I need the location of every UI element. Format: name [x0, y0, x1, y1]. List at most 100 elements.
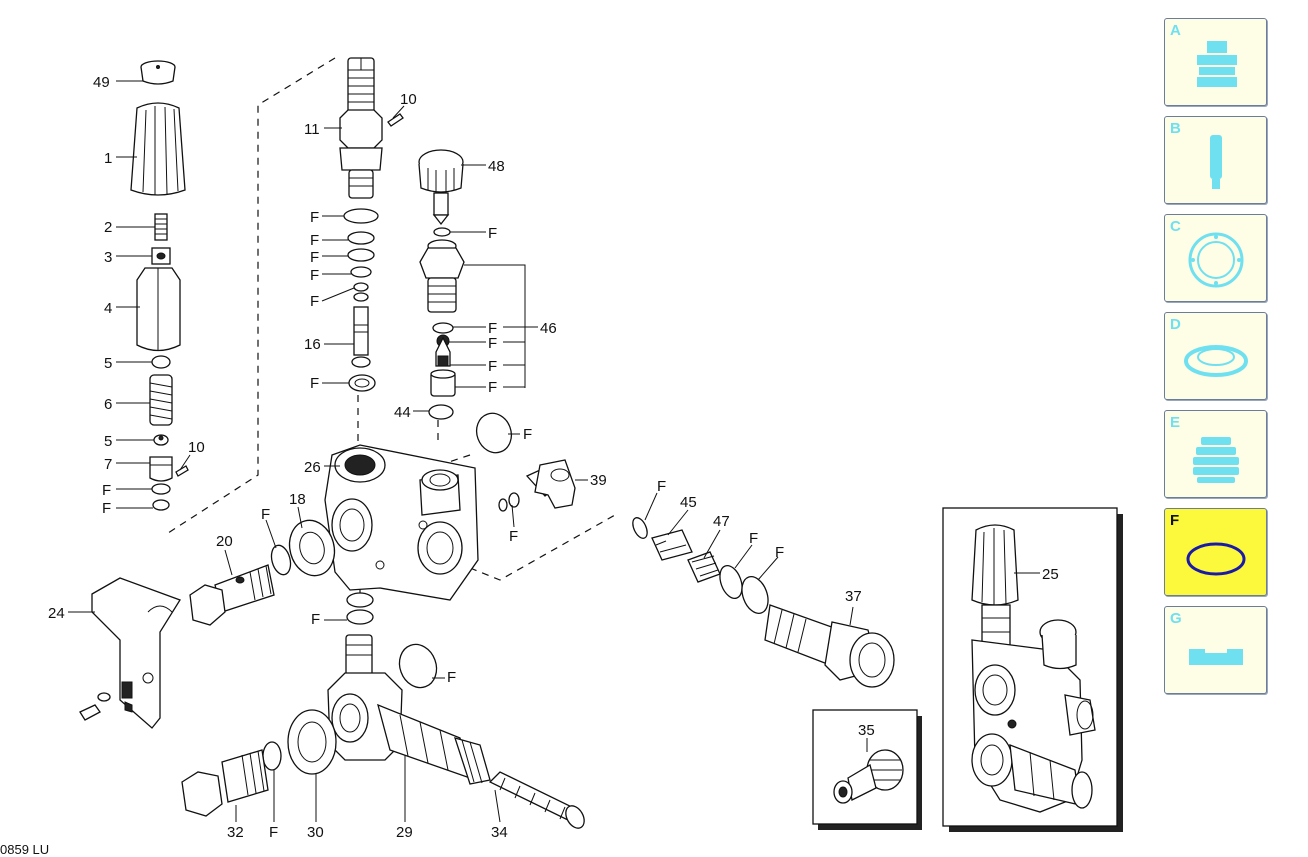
part-6-spring[interactable]: [149, 374, 173, 426]
label-f-39: F: [509, 528, 518, 545]
label-20: 20: [216, 533, 233, 550]
label-f-lower-1: F: [311, 611, 320, 628]
o-ring-right-1[interactable]: [433, 227, 451, 237]
part-46-spring[interactable]: [435, 336, 451, 367]
bracket-icon: [1189, 649, 1243, 665]
o-ring-left-a[interactable]: [151, 483, 171, 495]
category-letter-b: B: [1170, 120, 1181, 137]
part-5-ball[interactable]: [151, 355, 171, 369]
part-20-bolt[interactable]: [189, 564, 275, 626]
label-f-left-b: F: [102, 500, 111, 517]
part-45-plug[interactable]: [651, 529, 693, 561]
category-button-d[interactable]: D: [1164, 312, 1267, 400]
part-49-cap[interactable]: [140, 60, 176, 85]
label-5-lower: 5: [104, 433, 112, 450]
label-f-45: F: [657, 478, 666, 495]
part-5-ball-lower[interactable]: [153, 434, 169, 446]
exploded-parts-diagram: 49 1 2 3 4 5 6 5 7 10 F F 11 10 F F F F …: [48, 57, 1123, 841]
part-25-assembly[interactable]: [971, 524, 1096, 813]
label-35: 35: [858, 722, 875, 739]
label-f-center-1: F: [310, 209, 319, 226]
category-button-c[interactable]: C: [1164, 214, 1267, 302]
o-ring-32[interactable]: [262, 741, 282, 771]
o-ring-39-a[interactable]: [498, 498, 508, 512]
category-button-f[interactable]: F: [1164, 508, 1267, 596]
label-7: 7: [104, 456, 112, 473]
o-ring-left-b[interactable]: [152, 499, 170, 511]
part-29-filter-housing[interactable]: [327, 634, 491, 785]
label-f-center-5: F: [310, 293, 319, 310]
label-45: 45: [680, 494, 697, 511]
category-button-b[interactable]: B: [1164, 116, 1267, 204]
o-ring-lower-2[interactable]: [346, 609, 374, 625]
part-10-screw-top[interactable]: [387, 113, 404, 127]
seal-icon: [1184, 345, 1248, 377]
label-f-center-6: F: [310, 375, 319, 392]
label-1: 1: [104, 150, 112, 167]
part-47-spring[interactable]: [687, 551, 721, 583]
o-ring-right-2[interactable]: [432, 322, 454, 334]
label-16: 16: [304, 336, 321, 353]
part-46-cartridge[interactable]: [419, 239, 465, 313]
label-f-right-6: F: [523, 426, 532, 443]
o-ring-39-b[interactable]: [508, 492, 520, 508]
label-34: 34: [491, 824, 508, 841]
label-f-right-2: F: [488, 320, 497, 337]
part-39-elbow[interactable]: [525, 459, 576, 509]
label-f-20: F: [261, 506, 270, 523]
part-4-housing[interactable]: [136, 267, 181, 352]
bellows-icon: [1193, 437, 1239, 483]
part-35-adapter[interactable]: [833, 749, 904, 804]
label-10-top: 10: [400, 91, 417, 108]
part-32-bolt[interactable]: [181, 749, 269, 817]
label-39: 39: [590, 472, 607, 489]
part-1-knob[interactable]: [130, 102, 186, 196]
part-24-bracket[interactable]: [91, 577, 181, 729]
part-26-manifold[interactable]: [324, 444, 479, 601]
o-ring-center-4[interactable]: [350, 266, 372, 278]
part-18-washer[interactable]: [284, 515, 341, 580]
label-f-center-4: F: [310, 267, 319, 284]
part-2-spring[interactable]: [154, 213, 168, 241]
part-46-seat[interactable]: [430, 369, 456, 397]
label-25: 25: [1042, 566, 1059, 583]
part-3-nut[interactable]: [151, 247, 171, 265]
label-f-right-4: F: [488, 358, 497, 375]
o-ring-47-b[interactable]: [737, 573, 773, 617]
o-ring-20[interactable]: [268, 543, 293, 577]
o-ring-large-upper[interactable]: [471, 408, 517, 457]
o-ring-center-5[interactable]: [353, 282, 369, 302]
o-ring-lower-1[interactable]: [346, 592, 374, 608]
part-30-washer[interactable]: [287, 709, 337, 775]
o-ring-47-a[interactable]: [716, 563, 746, 602]
label-6: 6: [104, 396, 112, 413]
part-10-screw-left[interactable]: [175, 465, 189, 477]
pump-head-icon: [1197, 41, 1237, 87]
category-letter-g: G: [1170, 610, 1182, 627]
part-37-coupling[interactable]: [764, 604, 895, 688]
category-button-g[interactable]: G: [1164, 606, 1267, 694]
o-ring-center-3[interactable]: [347, 248, 375, 262]
piston-icon: [1210, 135, 1222, 189]
part-34-filter[interactable]: [488, 771, 588, 831]
label-32: 32: [227, 824, 244, 841]
category-button-a[interactable]: A: [1164, 18, 1267, 106]
part-7-seat[interactable]: [149, 456, 173, 482]
o-ring-45[interactable]: [630, 515, 650, 540]
label-29: 29: [396, 824, 413, 841]
part-44-ring[interactable]: [428, 404, 454, 420]
part-11-fitting[interactable]: [339, 57, 383, 199]
o-ring-center-1[interactable]: [343, 208, 379, 224]
label-48: 48: [488, 158, 505, 175]
o-ring-large-lower[interactable]: [394, 639, 443, 693]
part-48-knob[interactable]: [418, 149, 464, 226]
label-24: 24: [48, 605, 65, 622]
part-16-valve-stem[interactable]: [351, 306, 371, 368]
category-button-e[interactable]: E: [1164, 410, 1267, 498]
o-ring-center-2[interactable]: [347, 231, 375, 245]
label-46: 46: [540, 320, 557, 337]
label-37: 37: [845, 588, 862, 605]
bracket-screws[interactable]: [79, 692, 111, 721]
label-f-right-1: F: [488, 225, 497, 242]
o-ring-center-6[interactable]: [348, 374, 376, 392]
